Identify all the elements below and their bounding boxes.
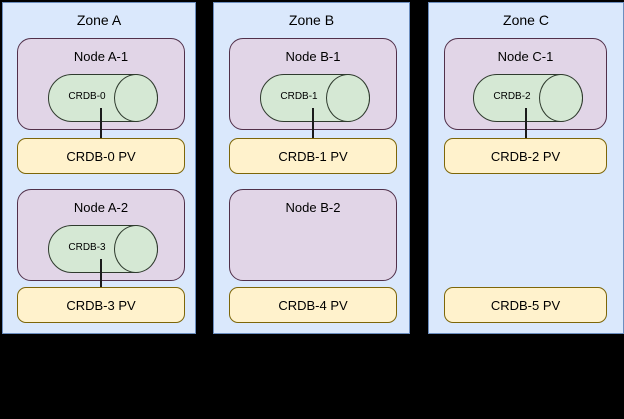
node-a-1-title: Node A-1 [73, 49, 129, 64]
pod-crdb-3-cap [114, 225, 158, 273]
node-b-2-box[interactable]: Node B-2 [229, 189, 397, 281]
pv-crdb-3-box[interactable]: CRDB-3 PV [17, 287, 185, 323]
zone-a-container[interactable]: Zone A Node A-1 CRDB-0 CRDB-0 PV Node A-… [2, 2, 196, 334]
connector-crdb-0-to-pv [100, 108, 102, 141]
pv-crdb-4-box[interactable]: CRDB-4 PV [229, 287, 397, 323]
connector-crdb-1-to-pv [312, 108, 314, 141]
pv-crdb-5-label: CRDB-5 PV [490, 297, 561, 313]
zone-a-title: Zone A [76, 12, 122, 28]
pv-crdb-5-box[interactable]: CRDB-5 PV [444, 287, 607, 323]
node-a-2-box[interactable]: Node A-2 CRDB-3 [17, 189, 185, 281]
pv-crdb-4-label: CRDB-4 PV [278, 297, 348, 313]
pv-crdb-0-label: CRDB-0 PV [66, 148, 136, 164]
pod-crdb-3[interactable]: CRDB-3 [48, 225, 158, 273]
pv-crdb-2-box[interactable]: CRDB-2 PV [444, 138, 607, 174]
pod-crdb-0-cap [114, 74, 158, 122]
pv-crdb-2-label: CRDB-2 PV [490, 148, 561, 164]
pod-crdb-1-label: CRDB-1 [280, 91, 318, 102]
node-a-2-title: Node A-2 [73, 200, 129, 215]
zone-b-container[interactable]: Zone B Node B-1 CRDB-1 CRDB-1 PV Node B-… [213, 2, 410, 334]
pod-crdb-1[interactable]: CRDB-1 [260, 74, 370, 122]
pod-crdb-2-label: CRDB-2 [493, 91, 531, 102]
zone-b-title: Zone B [288, 12, 335, 28]
zone-c-container[interactable]: Zone C Node C-1 CRDB-2 CRDB-2 PV CRDB-5 … [428, 2, 624, 334]
node-b-1-title: Node B-1 [285, 49, 341, 64]
connector-crdb-3-to-pv [100, 259, 102, 290]
pod-crdb-2-cap [539, 74, 583, 122]
node-a-1-box[interactable]: Node A-1 CRDB-0 [17, 38, 185, 130]
pv-crdb-3-label: CRDB-3 PV [66, 297, 136, 313]
pv-crdb-1-box[interactable]: CRDB-1 PV [229, 138, 397, 174]
node-b-2-title: Node B-2 [285, 200, 341, 215]
node-b-1-box[interactable]: Node B-1 CRDB-1 [229, 38, 397, 130]
pod-crdb-3-label: CRDB-3 [68, 242, 106, 253]
pod-crdb-1-cap [326, 74, 370, 122]
node-c-1-title: Node C-1 [497, 49, 554, 64]
connector-crdb-2-to-pv [525, 108, 527, 141]
pod-crdb-0[interactable]: CRDB-0 [48, 74, 158, 122]
pod-crdb-0-label: CRDB-0 [68, 91, 106, 102]
pv-crdb-0-box[interactable]: CRDB-0 PV [17, 138, 185, 174]
pv-crdb-1-label: CRDB-1 PV [278, 148, 348, 164]
pod-crdb-2[interactable]: CRDB-2 [473, 74, 583, 122]
zone-c-title: Zone C [503, 12, 549, 28]
